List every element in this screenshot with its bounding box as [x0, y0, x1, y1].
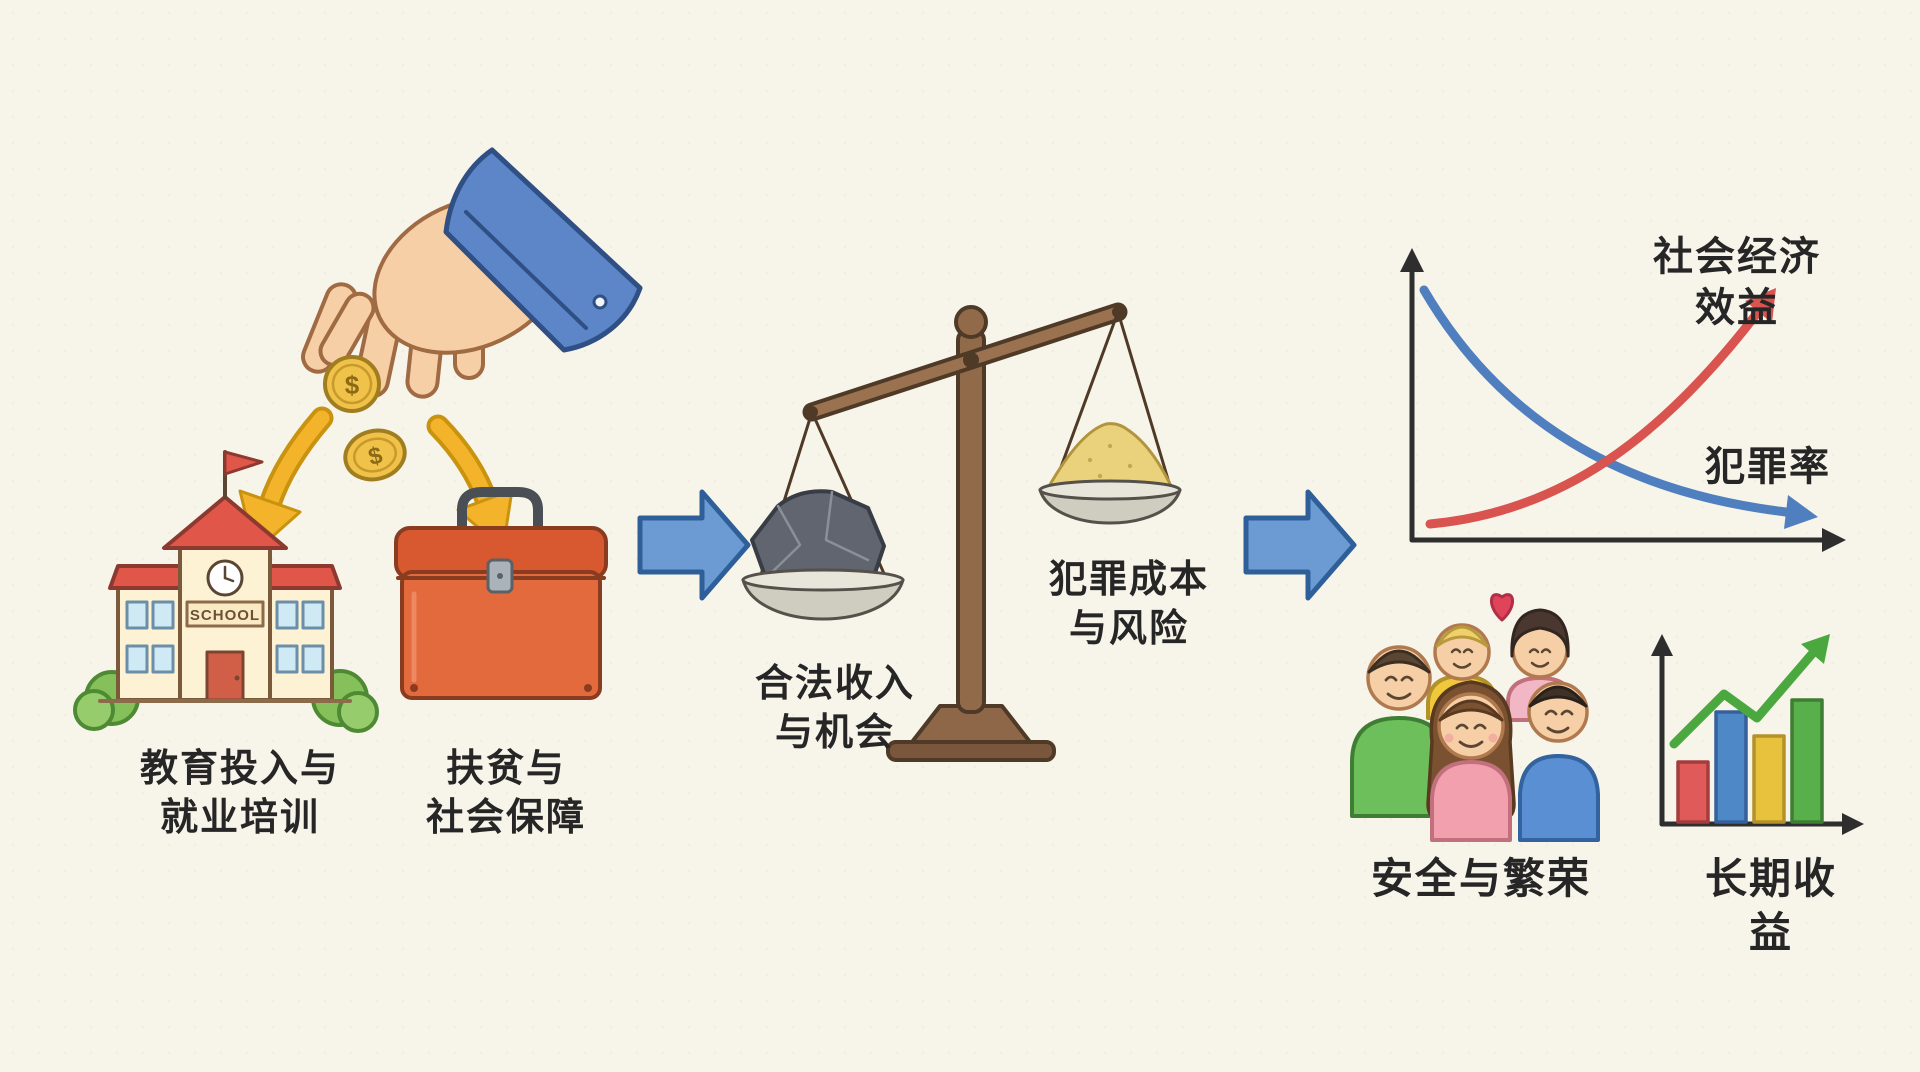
- sand-pile: [1046, 422, 1174, 490]
- flow-arrow-icon: [637, 489, 751, 601]
- sleeve: [443, 147, 643, 353]
- label-crime-cost: 犯罪成本 与风险: [1048, 559, 1210, 650]
- falling-coin-icon: $: [343, 428, 407, 482]
- label-social-benefit: 社会经济效益: [1653, 235, 1821, 331]
- label-welfare-security: 扶贫与 社会保障: [425, 748, 587, 839]
- coin-dollar-symbol: $: [345, 370, 360, 400]
- trend-chart-icon: [1400, 248, 1846, 552]
- coin-icon: $: [323, 355, 381, 413]
- bar-chart-icon: [1651, 634, 1864, 835]
- heart-icon: [1490, 593, 1514, 622]
- rock-weight: [750, 489, 886, 578]
- label-legal-income: 合法收入 与机会: [754, 663, 916, 754]
- balance-scale-icon: [741, 302, 1182, 762]
- toolbox-icon: [394, 487, 608, 700]
- label-crime-rate: 犯罪率: [1705, 445, 1831, 489]
- crime-rate-curve: [1419, 285, 1791, 517]
- school-icon: SCHOOL: [73, 450, 379, 733]
- people-group-icon: [1350, 593, 1600, 842]
- label-safety-prosperity: 安全与繁荣: [1370, 855, 1592, 902]
- benefit-curve: [1425, 307, 1763, 529]
- hand-thumb: [318, 291, 376, 368]
- label-education-investment: 教育投入与 就业培训: [139, 748, 341, 839]
- label-long-term-gains: 长期收益: [1704, 855, 1837, 956]
- flow-arrow-icon: [1243, 489, 1357, 601]
- school-sign-text: SCHOOL: [190, 607, 260, 624]
- growth-arrow-icon: [1669, 649, 1817, 749]
- hand-dropping-coins-illustration: $ $: [238, 147, 643, 554]
